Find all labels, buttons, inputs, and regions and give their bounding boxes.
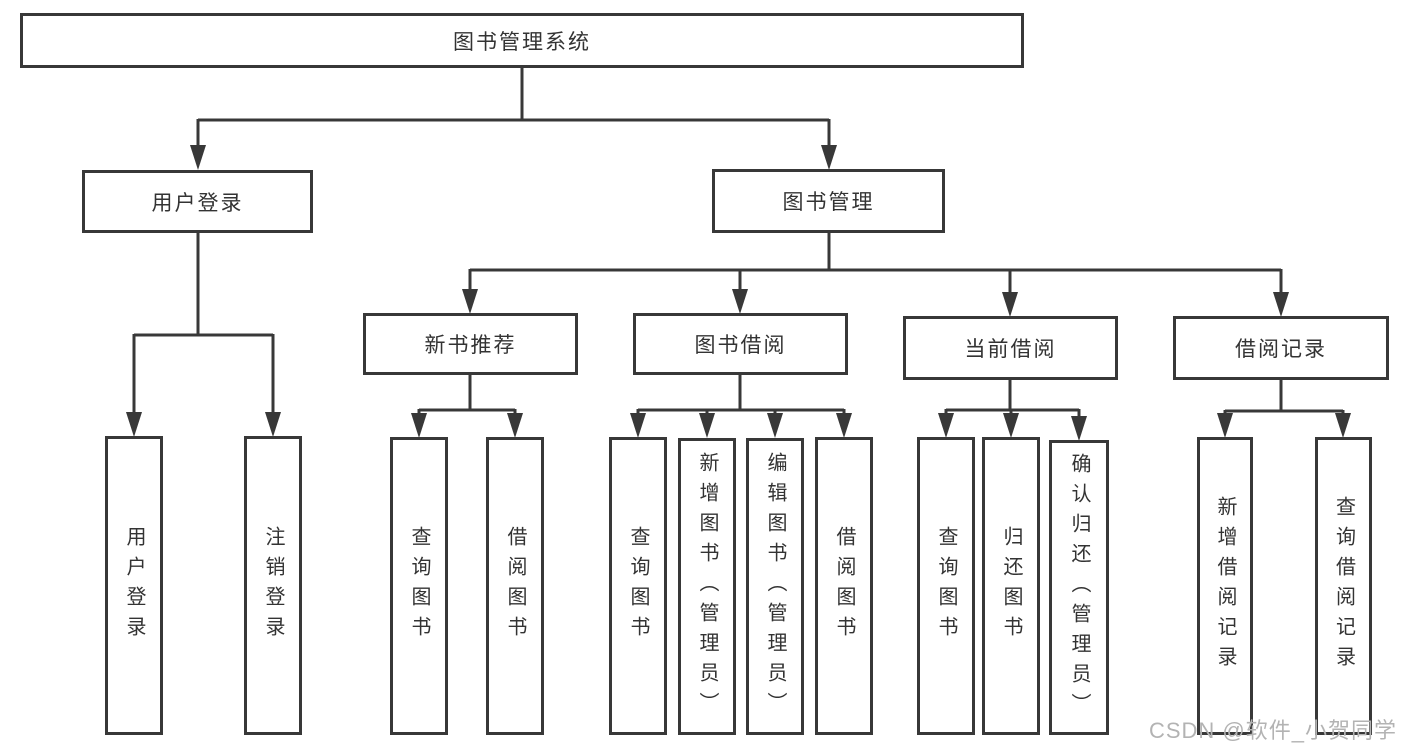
node-current-borrowing: 当前借阅: [903, 316, 1118, 380]
node-bb-query-books: 查询图书: [609, 437, 667, 735]
node-user-login: 用户登录: [82, 170, 313, 233]
node-new-book-recommendation: 新书推荐: [363, 313, 578, 375]
node-book-borrowing: 图书借阅: [633, 313, 848, 375]
node-bb-borrow-books: 借阅图书: [815, 437, 873, 735]
node-bb-add-books-admin: 新增图书（管理员）: [678, 438, 736, 735]
node-library-management-system: 图书管理系统: [20, 13, 1024, 68]
node-cb-query-books: 查询图书: [917, 437, 975, 735]
node-cb-return-books: 归还图书: [982, 437, 1040, 735]
node-logout-leaf: 注销登录: [244, 436, 302, 735]
node-br-query-record: 查询借阅记录: [1315, 437, 1372, 735]
node-book-management: 图书管理: [712, 169, 945, 233]
node-bb-edit-books-admin: 编辑图书（管理员）: [746, 438, 804, 735]
node-nb-borrow-books: 借阅图书: [486, 437, 544, 735]
node-br-add-record: 新增借阅记录: [1197, 437, 1253, 735]
node-borrowing-records: 借阅记录: [1173, 316, 1389, 380]
node-nb-query-books: 查询图书: [390, 437, 448, 735]
watermark: CSDN @软件_小贺同学: [1148, 718, 1397, 743]
node-cb-confirm-return-admin: 确认归还（管理员）: [1049, 440, 1109, 735]
node-user-login-leaf: 用户登录: [105, 436, 163, 735]
